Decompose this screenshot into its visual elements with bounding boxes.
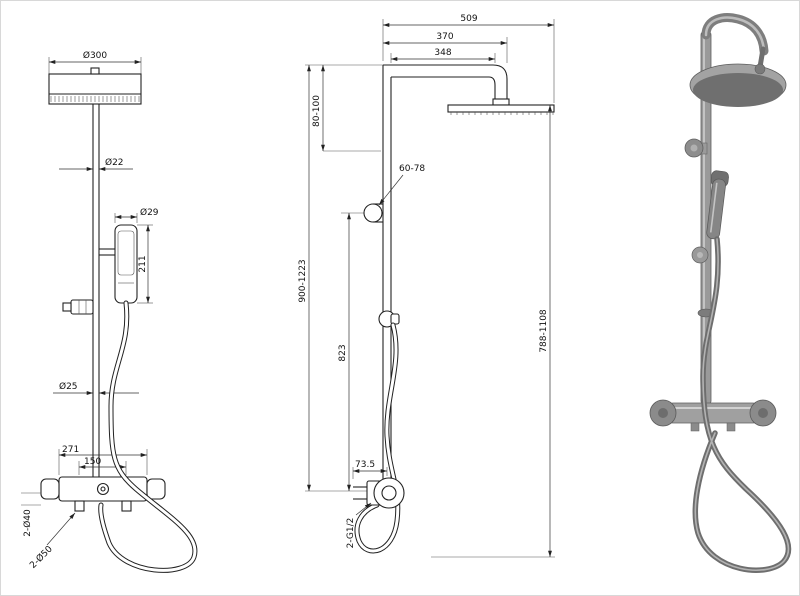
dim-hand-shower-diameter: Ø29 <box>140 207 159 218</box>
render-mixer-valve <box>649 399 777 432</box>
dim-drop-range: 80-100 <box>312 95 322 127</box>
side-shower-head <box>447 104 555 115</box>
front-hand-shower: Ø29 211 <box>99 207 159 304</box>
render-holder <box>691 246 709 264</box>
dim-riser-range: 788-1108 <box>539 309 549 353</box>
dim-column-height: 823 <box>338 344 348 361</box>
side-slider-ring <box>378 310 400 328</box>
dim-overall-height: 900-1223 <box>298 259 308 302</box>
dim-head-diameter: Ø300 <box>83 50 108 61</box>
side-riser-and-arm <box>382 64 510 479</box>
side-hose <box>354 322 401 554</box>
front-shower-head: Ø300 <box>48 50 142 105</box>
render-shower-head <box>689 63 787 107</box>
front-mixer-valve: 271 150 <box>40 445 166 512</box>
front-hose <box>98 300 198 573</box>
dim-lower-pipe-diameter: Ø25 <box>59 381 78 392</box>
front-head-joint <box>90 67 100 75</box>
render-wall-bracket <box>684 138 708 158</box>
dim-bracket-offset: 60-78 <box>399 164 425 174</box>
dim-inlet-spacing: 150 <box>84 457 101 467</box>
side-wall-bracket: 60-78 <box>363 164 425 223</box>
dim-valve-offset: 73.5 <box>355 460 375 470</box>
perspective-view <box>649 13 792 573</box>
dim-arm-length: 348 <box>434 48 451 58</box>
front-inlet-notes: 2-Ø40 2-Ø50 <box>21 492 76 571</box>
side-right-dimension: 788-1108 <box>431 105 555 558</box>
dim-valve-width: 271 <box>62 445 79 455</box>
dim-overall-reach: 509 <box>460 14 477 24</box>
render-hose <box>692 236 792 573</box>
front-valve-right-handle <box>146 478 166 500</box>
front-riser-pipe: Ø22 Ø25 <box>53 104 139 479</box>
front-slider-knob <box>62 299 94 315</box>
side-top-dimensions: 509 370 348 <box>382 14 555 103</box>
side-left-dimensions: 80-100 900-1223 823 <box>298 64 383 492</box>
front-valve-left-handle <box>40 478 60 500</box>
front-view: Ø300 Ø22 Ø25 Ø29 <box>21 50 198 573</box>
side-mixer-valve: 73.5 2-G1/2 <box>346 460 405 549</box>
note-inlet-2: 2-Ø50 <box>28 543 55 570</box>
note-thread: 2-G1/2 <box>346 518 356 549</box>
dim-pipe-diameter: Ø22 <box>105 157 124 168</box>
dim-hand-shower-length: 211 <box>138 255 148 272</box>
render-arm <box>701 13 769 70</box>
render-hand-shower <box>706 170 729 240</box>
note-inlet-1: 2-Ø40 <box>22 509 33 537</box>
side-view: 509 370 348 80-100 900-1223 823 <box>298 14 555 558</box>
dim-arm-reach: 370 <box>436 32 453 42</box>
